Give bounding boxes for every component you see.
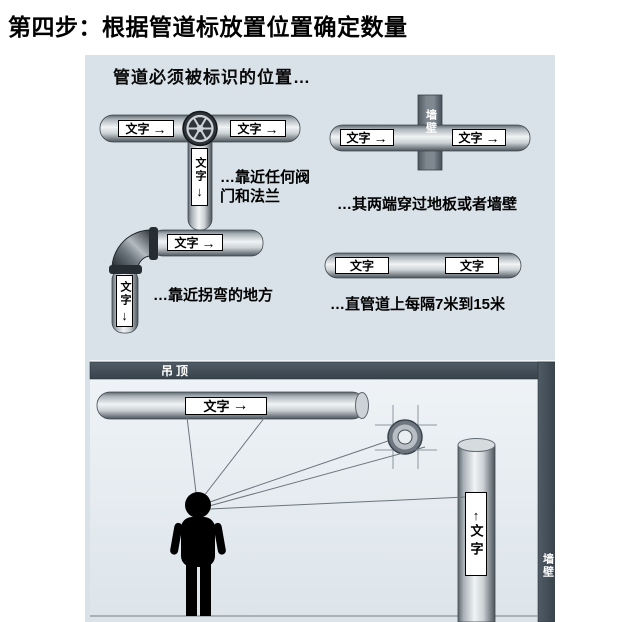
marker-text: 文字 <box>237 121 262 136</box>
wall-segment-label-text: 墙壁 <box>424 109 437 135</box>
scene-vertical-pipe-top-cap <box>457 438 496 452</box>
arrow-right-icon: → <box>201 234 216 251</box>
elbow-joint <box>111 229 152 270</box>
elbow-flange-vertical <box>109 265 142 274</box>
marker-text: 文字 <box>468 523 484 560</box>
pipe-marker-label: 文字 <box>335 257 389 274</box>
instruction-panel: 管道必须被标识的位置… 文字 → 文字 → 文字 ↓ …靠近任何阀 门和法兰 文… <box>85 55 555 622</box>
sight-lines <box>186 416 466 510</box>
caption-valve: …靠近任何阀 门和法兰 <box>220 168 310 206</box>
marker-text: 文字 <box>203 398 230 414</box>
scene-wall-label: 墙壁 <box>538 541 556 591</box>
arrow-right-icon: → <box>232 397 249 414</box>
page-title: 第四步：根据管道标放置位置确定数量 <box>8 14 408 40</box>
valve-wheel-icon <box>182 110 218 147</box>
arrow-down-icon: ↓ <box>196 183 203 199</box>
caption-valve-line1: …靠近任何阀 <box>220 169 311 186</box>
caption-bend: …靠近拐弯的地方 <box>153 287 274 304</box>
marker-text: 文字 <box>125 121 150 136</box>
arrow-right-icon: → <box>373 129 388 146</box>
arrow-right-icon: → <box>152 120 167 137</box>
pipe-marker-label: 文字 → <box>230 120 286 137</box>
diagram-art <box>89 94 555 622</box>
arrow-right-icon: → <box>264 120 279 137</box>
pipe-marker-label-vertical: 文字 ↓ <box>191 148 208 206</box>
arrow-down-icon: ↓ <box>121 307 128 323</box>
scene-wall-label-text: 墙壁 <box>541 553 554 579</box>
pipe-marker-label: 文字 → <box>452 129 506 146</box>
caption-straight: …直管道上每隔7米到15米 <box>330 296 506 313</box>
ceiling-label-text: 吊顶 <box>160 363 191 378</box>
marker-text: 文字 <box>459 258 484 273</box>
wall-segment-label: 墙壁 <box>418 99 442 145</box>
arrow-up-icon: ↑ <box>472 507 480 523</box>
pipe-cross-section <box>387 419 423 455</box>
pipe-marker-label-vertical: 文字 ↓ <box>116 275 133 327</box>
caption-valve-line2: 门和法兰 <box>220 188 281 205</box>
pipe-marker-label: 文字 → <box>167 234 223 251</box>
wall-bar <box>537 361 555 622</box>
marker-text: 文字 <box>194 156 206 183</box>
pipe-marker-label: 文字 → <box>340 129 394 146</box>
pipe-marker-label: 文字 → <box>185 397 267 415</box>
ceiling-label: 吊顶 <box>151 363 201 378</box>
marker-text: 文字 <box>349 258 374 273</box>
marker-text: 文字 <box>346 130 371 145</box>
marker-text: 文字 <box>174 235 199 250</box>
pipe-marker-label-vertical: ↑ 文字 <box>465 492 487 576</box>
person-silhouette <box>170 492 226 616</box>
scene-pipe-end-cap <box>355 392 369 419</box>
ceiling-bar <box>89 361 555 380</box>
caption-through-wall: …其两端穿过地板或者墙壁 <box>337 196 518 213</box>
marker-text: 文字 <box>458 130 483 145</box>
marker-text: 文字 <box>119 280 131 307</box>
pipe-marker-label: 文字 <box>445 257 499 274</box>
pipe-marker-label: 文字 → <box>118 120 174 137</box>
panel-heading: 管道必须被标识的位置… <box>113 68 311 87</box>
elbow-flange-horizontal <box>149 227 158 260</box>
arrow-right-icon: → <box>485 129 500 146</box>
